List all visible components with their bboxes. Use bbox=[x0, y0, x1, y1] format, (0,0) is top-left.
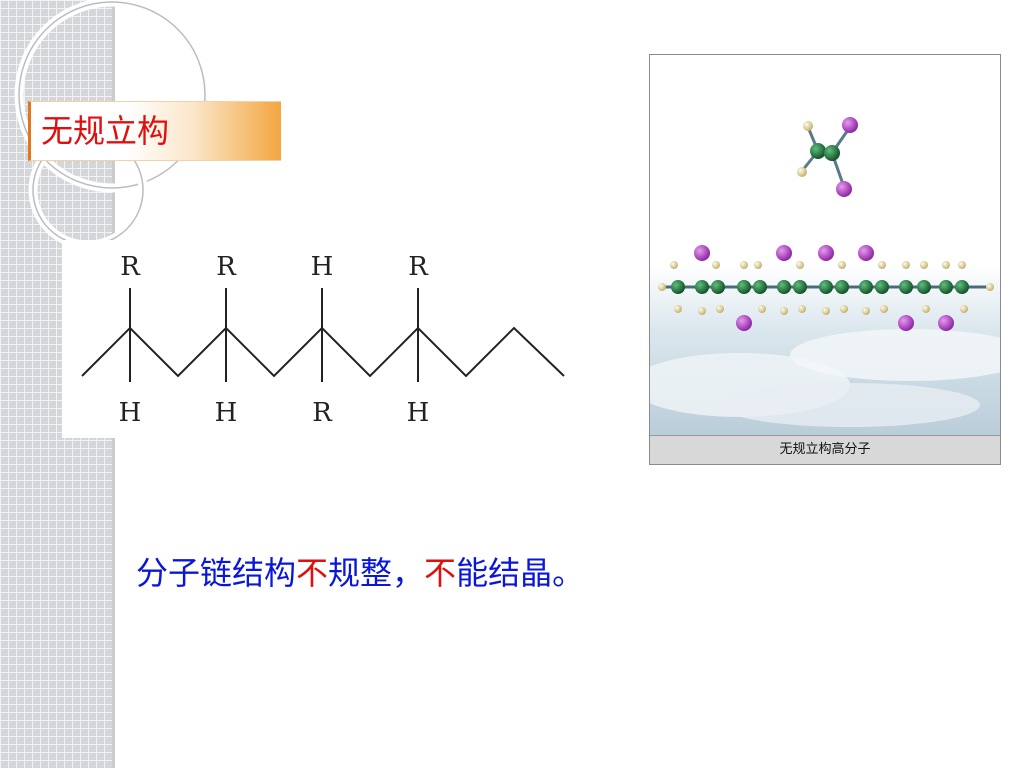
top-atom-label: H bbox=[311, 252, 334, 282]
carbon-atom bbox=[835, 280, 849, 294]
carbon-atom bbox=[875, 280, 889, 294]
molecular-model-figure: 无规立构高分子 bbox=[649, 54, 1001, 465]
substituent-atom bbox=[736, 315, 752, 331]
carbon-atom bbox=[793, 280, 807, 294]
description-part: 分子链结构 bbox=[136, 554, 297, 592]
structure-formula-panel: R R H R H H R H bbox=[62, 240, 582, 438]
hydrogen-atom bbox=[796, 261, 804, 269]
large-ring-outline bbox=[18, 1, 206, 189]
monomer-unit bbox=[797, 117, 858, 197]
hydrogen-atom bbox=[797, 167, 807, 177]
substituent-atom bbox=[938, 315, 954, 331]
hydrogen-atom bbox=[674, 305, 682, 313]
hydrogen-atom bbox=[803, 121, 813, 131]
substituent-atom bbox=[842, 117, 858, 133]
carbon-atom bbox=[777, 280, 791, 294]
substituent-atom bbox=[898, 315, 914, 331]
hydrogen-atom bbox=[798, 305, 806, 313]
carbon-atom bbox=[939, 280, 953, 294]
carbon-atom bbox=[810, 143, 826, 159]
hydrogen-atom bbox=[920, 261, 928, 269]
figure-caption-bar: 无规立构高分子 bbox=[650, 435, 1000, 464]
hydrogen-atom bbox=[712, 261, 720, 269]
bottom-atom-label: R bbox=[312, 398, 333, 428]
hydrogen-atom bbox=[986, 283, 994, 291]
hydrogen-atom bbox=[878, 261, 886, 269]
cloud bbox=[790, 329, 1000, 381]
hydrogen-atom bbox=[698, 307, 706, 315]
hydrogen-atom bbox=[758, 305, 766, 313]
polymer-chain bbox=[658, 245, 994, 331]
hydrogen-atom bbox=[716, 305, 724, 313]
bottom-atom-label: H bbox=[119, 398, 142, 428]
hydrogen-atom bbox=[838, 261, 846, 269]
carbon-atom bbox=[899, 280, 913, 294]
carbon-atom bbox=[737, 280, 751, 294]
carbon-atom bbox=[824, 145, 840, 161]
figure-caption: 无规立构高分子 bbox=[779, 442, 871, 457]
description-emphasis: 不 bbox=[424, 554, 457, 592]
carbon-atom bbox=[753, 280, 767, 294]
hydrogen-atom bbox=[780, 307, 788, 315]
carbon-atom bbox=[671, 280, 685, 294]
hydrogen-atom bbox=[960, 305, 968, 313]
hydrogen-atom bbox=[902, 261, 910, 269]
hydrogen-atom bbox=[754, 261, 762, 269]
hydrogen-atom bbox=[958, 261, 966, 269]
molecular-model-image bbox=[650, 55, 1000, 436]
description-part: 规整， bbox=[328, 554, 425, 592]
carbon-atom bbox=[955, 280, 969, 294]
hydrogen-atom bbox=[740, 261, 748, 269]
carbon-atom bbox=[859, 280, 873, 294]
substituent-atom bbox=[836, 181, 852, 197]
hydrogen-atom bbox=[822, 307, 830, 315]
structure-formula: R R H R H H R H bbox=[81, 252, 565, 428]
description-part: 能结晶。 bbox=[456, 554, 585, 592]
slide-title: 无规立构 bbox=[41, 112, 170, 150]
top-atom-label: R bbox=[408, 252, 429, 282]
carbon-atom bbox=[917, 280, 931, 294]
carbon-atom bbox=[819, 280, 833, 294]
hydrogen-atom bbox=[658, 283, 666, 291]
carbon-atom bbox=[695, 280, 709, 294]
hydrogen-atom bbox=[670, 261, 678, 269]
substituent-atom bbox=[858, 245, 874, 261]
hydrogen-atom bbox=[880, 305, 888, 313]
bottom-atom-label: H bbox=[215, 398, 238, 428]
top-atom-label: R bbox=[120, 252, 141, 282]
cloud bbox=[720, 383, 980, 427]
description-emphasis: 不 bbox=[296, 554, 329, 592]
substituent-atom bbox=[818, 245, 834, 261]
hydrogen-atom bbox=[862, 307, 870, 315]
hydrogen-atom bbox=[942, 261, 950, 269]
substituent-atom bbox=[776, 245, 792, 261]
hydrogen-atom bbox=[922, 305, 930, 313]
bottom-atom-label: H bbox=[407, 398, 430, 428]
description-text: 分子链结构不规整，不能结晶。 bbox=[136, 548, 584, 594]
hydrogen-atom bbox=[840, 305, 848, 313]
carbon-atom bbox=[711, 280, 725, 294]
title-banner: 无规立构 bbox=[28, 101, 281, 161]
substituent-atom bbox=[694, 245, 710, 261]
top-atom-label: R bbox=[216, 252, 237, 282]
